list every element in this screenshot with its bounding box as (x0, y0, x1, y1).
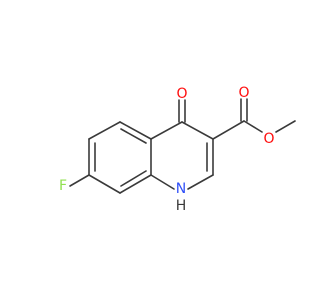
bond-c4a-c5 (88, 121, 121, 140)
bond-c8a-c4 (150, 121, 183, 140)
bond-c6-c7 (88, 174, 121, 194)
atom-fluorine: F (59, 178, 67, 194)
bond-c2-n1 (187, 174, 214, 190)
atom-oxygen-ketone: O (176, 86, 187, 102)
bond-c8a-c4a-inner (120, 128, 147, 144)
bond-ester-c-o (243, 120, 263, 133)
bond-c7-c8 (119, 174, 152, 194)
atom-labels: O O O F N H (59, 85, 275, 214)
bond-c8a-c4a (119, 121, 152, 140)
bonds (69, 98, 296, 194)
atom-nitrogen-hydrogen: H (176, 198, 187, 214)
bond-c4-c3 (181, 121, 214, 140)
bond-ester-o-methyl (275, 120, 296, 133)
atom-oxygen-ester-ether: O (263, 131, 274, 147)
atom-oxygen-ester-carbonyl: O (238, 85, 249, 101)
atom-nitrogen: N (176, 181, 186, 197)
bond-n1-c8 (150, 174, 175, 190)
bond-c3-c-ester (212, 120, 245, 140)
bond-c7-c8-inner (120, 170, 147, 187)
bond-c6-f (69, 174, 90, 187)
molecule-canvas: O O O F N H (59, 85, 296, 214)
structure-diagram: O O O F N H (59, 85, 296, 214)
